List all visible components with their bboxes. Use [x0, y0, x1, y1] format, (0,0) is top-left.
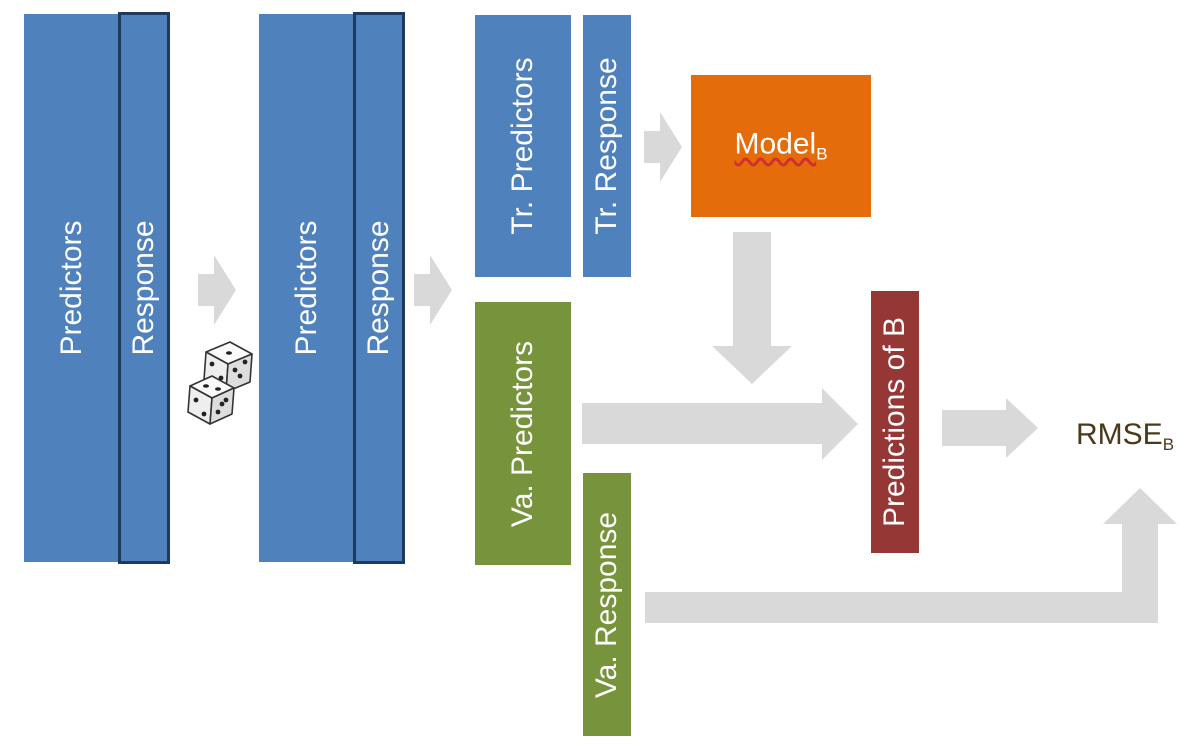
- train-response-bar: Tr. Response: [583, 15, 631, 277]
- valid-response-label: Va. Response: [590, 511, 623, 698]
- stage2-response-bar: Response: [353, 12, 405, 564]
- train-predictors-label: Tr. Predictors: [506, 57, 539, 235]
- stage1-predictors-bar: Predictors: [24, 14, 120, 562]
- train-predictors-bar: Tr. Predictors: [475, 15, 571, 277]
- stage2-predictors-label: Predictors: [290, 220, 323, 356]
- dice-icon: [187, 341, 253, 425]
- predictions-bar: Predictions of B: [871, 291, 919, 553]
- stage1-response-label: Response: [127, 220, 160, 356]
- train-response-label: Tr. Response: [590, 57, 623, 235]
- stage1-response-bar: Response: [118, 12, 170, 564]
- arrow-predictions-to-rmse: [942, 398, 1038, 458]
- stage2-predictors-bar: Predictors: [259, 14, 355, 562]
- rmse-subscript: B: [1162, 435, 1175, 454]
- arrow-response-to-rmse: [645, 488, 1177, 623]
- rmse-label: RMSEB: [1076, 418, 1175, 454]
- model-subscript: B: [816, 144, 828, 164]
- model-box: ModelB: [691, 75, 871, 217]
- valid-predictors-label: Va. Predictors: [506, 340, 539, 527]
- valid-predictors-bar: Va. Predictors: [475, 302, 571, 565]
- model-label: ModelB: [734, 127, 828, 164]
- arrow-valid-to-predictions: [582, 388, 858, 460]
- arrow-train-to-model: [644, 112, 682, 182]
- stage2-response-label: Response: [362, 220, 395, 356]
- arrow-stage1-to-stage2: [198, 255, 236, 325]
- valid-response-bar: Va. Response: [583, 473, 631, 736]
- arrow-model-to-predictions: [712, 232, 792, 384]
- stage1-predictors-label: Predictors: [55, 220, 88, 356]
- predictions-label: Predictions of B: [878, 316, 911, 528]
- arrow-stage2-to-split: [414, 255, 452, 325]
